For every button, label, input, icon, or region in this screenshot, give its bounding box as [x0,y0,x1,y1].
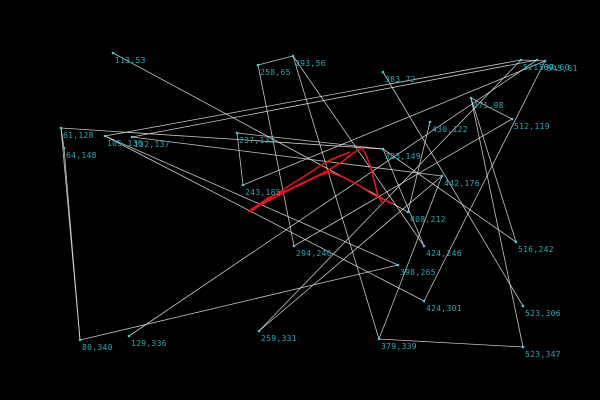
point-label: 383,72 [385,75,416,84]
point-marker [257,329,261,333]
connection-line [293,118,513,247]
point-marker [514,240,518,244]
connection-line [407,121,431,213]
connection-line [292,55,425,247]
connection-line [382,148,425,247]
point-marker [256,63,260,67]
connection-line [382,71,524,307]
point-label: 105,136 [107,139,143,148]
point-marker [422,299,426,303]
point-marker [406,210,410,214]
point-marker [292,244,296,248]
connection-line [382,148,517,243]
point-marker [428,120,432,124]
point-marker [381,70,385,74]
point-marker [59,126,63,130]
point-marker [78,338,82,342]
connection-line [257,55,294,66]
point-marker [521,345,525,349]
connection-line [131,136,443,177]
point-marker [535,58,539,62]
connection-line [520,59,546,62]
connection-line [236,132,244,186]
connection-line [378,338,524,348]
point-label: 61,128 [63,131,94,140]
point-label: 129,336 [131,339,167,348]
point-label: 379,339 [381,342,417,351]
point-marker [519,58,523,62]
point-label: 259,331 [261,334,297,343]
point-marker [127,334,131,338]
point-labels: 113,53 258,65 293,56 383,72 471,98 521,60537,… [63,56,578,359]
connection-line [242,60,546,186]
connection-line [470,97,524,348]
red-curves [247,147,393,213]
connection-line [104,59,522,137]
connection-line [292,55,380,340]
connection-line [236,132,384,150]
connection-line [258,175,443,332]
point-marker [291,54,295,58]
point-marker [235,131,239,135]
point-marker [422,244,426,248]
curve-inner [249,171,393,211]
point-label: 64,148 [66,151,97,160]
connection-line [378,175,443,340]
point-marker [103,134,107,138]
point-marker [111,51,115,55]
point-label: 471,98 [473,101,504,110]
point-label: 383,149 [385,152,421,161]
point-label: 243,185 [245,188,281,197]
point-label: 424,301 [426,304,462,313]
point-label: 523,347 [525,350,561,359]
connection-line [104,135,399,266]
point-marker [377,337,381,341]
point-marker [241,183,245,187]
point-label: 293,56 [295,59,326,68]
point-label: 442,176 [444,179,480,188]
connection-line [79,264,399,341]
point-markers [59,51,547,349]
point-marker [396,263,400,267]
connection-line [423,60,546,302]
connection-line [128,59,538,337]
point-label: 516,242 [518,245,554,254]
point-label: 237,133 [239,136,275,145]
point-label: 294,246 [296,249,332,258]
point-label: 430,122 [432,125,468,134]
curve-arch [247,147,384,213]
connection-line [60,127,81,341]
point-marker [543,59,547,63]
connection-line [60,127,384,150]
point-label: 113,53 [115,56,146,65]
connection-line [470,97,517,243]
point-label: 537,60 [539,63,570,72]
point-label: 523,306 [525,309,561,318]
connection-line [131,59,538,138]
point-label: 521,60 [523,63,554,72]
point-label: 424,246 [426,249,462,258]
point-label: 512,119 [514,122,550,131]
point-marker [510,117,514,121]
point-marker [469,96,473,100]
point-marker [62,146,66,150]
point-label: 258,65 [260,68,291,77]
point-marker [521,304,525,308]
connection-lines [60,52,546,348]
point-label: 80,340 [82,343,113,352]
connection-line [470,97,513,120]
point-marker [130,135,134,139]
point-label: 408,212 [410,215,446,224]
point-marker [440,174,444,178]
point-label: 398,265 [400,268,436,277]
curve-left [249,151,351,213]
point-label: 132,137 [134,140,170,149]
point-marker [381,147,385,151]
point-label: 545,61 [547,64,578,73]
connection-line [104,135,425,302]
connection-line [258,59,522,332]
